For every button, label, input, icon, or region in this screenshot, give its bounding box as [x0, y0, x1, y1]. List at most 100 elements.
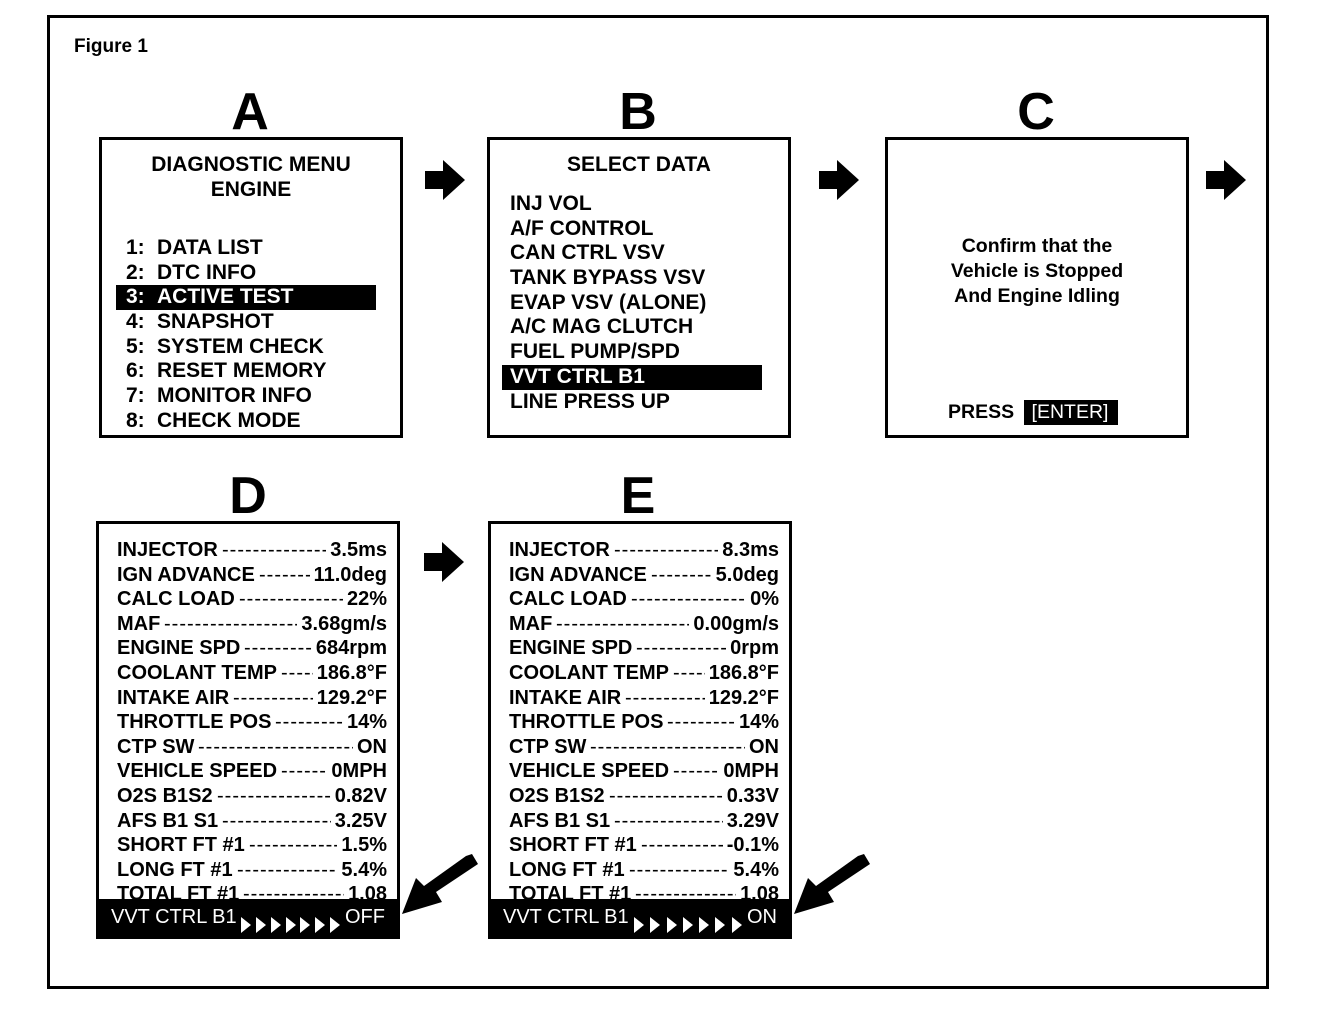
figure-frame [47, 15, 1269, 989]
triangle-right-icon [631, 909, 647, 945]
data-item[interactable]: INJ VOL [510, 192, 592, 215]
data-item[interactable]: VVT CTRL B1 [502, 364, 762, 390]
triangle-right-icon [269, 909, 283, 945]
data-list-screen-d: INJECTOR--------------------------------… [96, 521, 400, 939]
data-key: SHORT FT #1 [509, 834, 637, 857]
data-value: 186.8°F [316, 661, 387, 684]
data-value: 129.2°F [708, 686, 779, 709]
data-value: 5.0deg [715, 563, 779, 586]
data-row: MAF-------------------------------------… [117, 612, 387, 637]
menu-item-label: SYSTEM CHECK [157, 334, 324, 358]
status-key-e: VVT CTRL B1 [503, 906, 629, 928]
enter-key: [ENTER] [1023, 400, 1119, 425]
data-value: 0MPH [331, 760, 387, 783]
data-key: O2S B1S2 [509, 784, 605, 807]
leader-dashes: ---------------------------------------- [667, 711, 735, 734]
menu-item[interactable]: 5:SYSTEM CHECK [116, 335, 376, 360]
data-value: 0rpm [730, 637, 779, 660]
leader-dashes: ---------------------------------------- [239, 588, 343, 611]
leader-dashes: ---------------------------------------- [222, 539, 326, 561]
data-row: INTAKE AIR------------------------------… [509, 686, 779, 711]
leader-dashes: ---------------------------------------- [281, 760, 327, 783]
select-data-title: SELECT DATA [567, 153, 711, 176]
data-row: AFS B1 S1-------------------------------… [117, 809, 387, 834]
leader-dashes: ---------------------------------------- [281, 661, 313, 684]
data-value: 8.3ms [722, 539, 779, 561]
menu-item[interactable]: 8:CHECK MODE [116, 409, 376, 434]
data-key: IGN ADVANCE [509, 563, 647, 586]
menu-item-number: 3: [126, 285, 145, 309]
menu-item[interactable]: 2: DTC INFO [116, 261, 376, 286]
data-value: 0% [750, 588, 779, 611]
leader-dashes: ---------------------------------------- [673, 661, 705, 684]
data-row: SHORT FT #1-----------------------------… [117, 833, 387, 858]
triangle-right-icon [254, 909, 268, 945]
data-row: CTP SW----------------------------------… [117, 735, 387, 760]
data-value: 0MPH [723, 760, 779, 783]
data-item[interactable]: A/F CONTROL [510, 216, 654, 240]
data-row: INJECTOR--------------------------------… [509, 538, 779, 563]
right-arrow-icon [424, 542, 464, 582]
data-item[interactable]: CAN CTRL VSV [510, 241, 665, 265]
data-key: INTAKE AIR [117, 686, 230, 709]
press-prompt: PRESS [ENTER] [948, 400, 1119, 425]
data-value: ON [357, 735, 387, 758]
data-value: 5.4% [341, 858, 387, 881]
menu-item-number: 1: [126, 236, 145, 259]
data-value: 3.29V [726, 809, 779, 832]
data-key: THROTTLE POS [117, 711, 272, 734]
triangle-right-icon [680, 909, 696, 945]
data-item[interactable]: EVAP VSV (ALONE) [510, 290, 707, 314]
data-item[interactable]: A/C MAG CLUTCH [510, 315, 694, 339]
data-row: INJECTOR--------------------------------… [117, 538, 387, 563]
data-item[interactable]: TANK BYPASS VSV [510, 266, 706, 290]
figure-label: Figure 1 [74, 36, 148, 57]
data-value: 186.8°F [708, 661, 779, 684]
data-row: AFS B1 S1-------------------------------… [509, 809, 779, 834]
data-value: 14% [738, 711, 779, 734]
data-key: AFS B1 S1 [117, 809, 219, 832]
menu-item[interactable]: 3:ACTIVE TEST [116, 285, 376, 311]
panel-letter-b: B [619, 83, 657, 141]
data-value: 0.00gm/s [693, 612, 779, 635]
data-value: 0.33V [726, 784, 779, 807]
menu-item-number: 7: [126, 384, 145, 408]
data-row: O2S B1S2--------------------------------… [509, 784, 779, 809]
menu-item[interactable]: 7:MONITOR INFO [116, 384, 376, 409]
leader-dashes: ---------------------------------------- [244, 637, 312, 660]
data-row: VEHICLE SPEED---------------------------… [509, 759, 779, 784]
menu-item-number: 4: [126, 310, 145, 334]
menu-item[interactable]: 1:DATA LIST [116, 236, 376, 261]
menu-item[interactable]: 6:RESET MEMORY [116, 359, 376, 384]
menu-item-label: DTC INFO [157, 260, 257, 284]
menu-item-label: SNAPSHOT [157, 310, 274, 334]
data-row: ENGINE SPD------------------------------… [117, 636, 387, 661]
panel-letter-a: A [231, 83, 269, 141]
right-arrow-icon [425, 160, 465, 200]
data-rows-d: INJECTOR--------------------------------… [117, 538, 387, 907]
triangle-right-icon [284, 909, 298, 945]
confirm-screen: Confirm that the Vehicle is Stopped And … [885, 137, 1189, 438]
data-item[interactable]: LINE PRESS UP [510, 389, 670, 413]
data-value: 1.5% [341, 834, 387, 857]
menu-subtitle: ENGINE [210, 178, 292, 201]
panel-letter-c: C [1017, 83, 1055, 141]
data-row: CALC LOAD-------------------------------… [117, 587, 387, 612]
data-value: -0.1% [726, 834, 779, 857]
menu-item[interactable]: 4: SNAPSHOT [116, 310, 376, 335]
data-item[interactable]: FUEL PUMP/SPD [510, 340, 680, 364]
leader-dashes: ---------------------------------------- [198, 735, 353, 758]
leader-dashes: ---------------------------------------- [673, 760, 719, 783]
data-key: THROTTLE POS [509, 711, 664, 734]
data-key: O2S B1S2 [117, 784, 213, 807]
triangle-right-icon [328, 909, 342, 945]
data-key: LONG FT #1 [509, 858, 625, 881]
leader-dashes: ---------------------------------------- [217, 784, 331, 807]
data-key: ENGINE SPD [117, 637, 241, 660]
data-key: LONG FT #1 [117, 858, 233, 881]
data-key: VEHICLE SPEED [117, 760, 278, 783]
menu-item-number: 2: [126, 260, 145, 284]
